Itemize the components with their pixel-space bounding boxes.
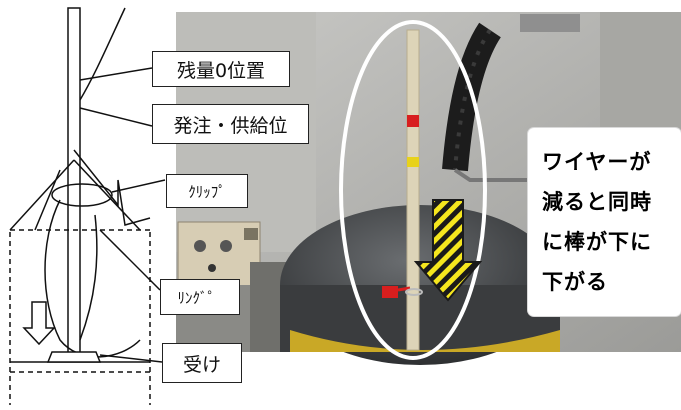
label-ring: ﾘﾝｸﾞ゜ — [160, 279, 240, 315]
caption-line-2: 減ると同時 — [542, 190, 652, 214]
caption-line-4: 下がる — [542, 270, 608, 294]
down-arrow-outline-icon — [22, 301, 56, 346]
striped-down-arrow-icon — [413, 199, 483, 302]
caption-panel: ワイヤーが 減ると同時 に棒が下に 下がる — [528, 128, 681, 316]
label-remaining-zero: 残量0位置 — [152, 51, 290, 87]
rod-schematic — [9, 7, 166, 405]
caption-line-1: ワイヤーが — [542, 150, 652, 174]
label-order-supply: 発注・供給位 — [152, 104, 309, 144]
label-clip: ｸﾘｯﾌﾟ — [166, 174, 248, 208]
caption-line-3: に棒が下に — [542, 230, 652, 254]
receiver-base — [46, 351, 102, 363]
label-receiver: 受け — [162, 343, 242, 383]
rod-highlight-ring — [339, 20, 487, 360]
